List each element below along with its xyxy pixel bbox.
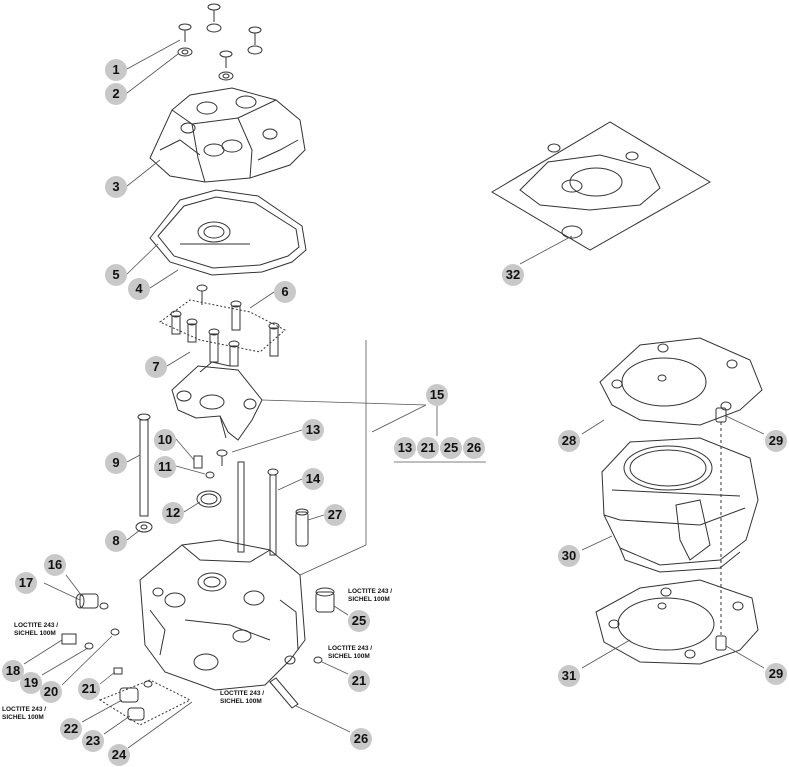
rocker-arm bbox=[171, 361, 263, 441]
valve-cover-bolts bbox=[177, 3, 263, 81]
callout-1: 1 bbox=[105, 59, 127, 81]
cylinder-stud bbox=[135, 413, 153, 533]
callout-13: 13 bbox=[302, 419, 324, 441]
cylinder-head bbox=[139, 539, 306, 691]
callout-28: 28 bbox=[558, 430, 580, 452]
callout-26: 26 bbox=[350, 728, 372, 750]
callout-32: 32 bbox=[502, 264, 524, 286]
head-gasket bbox=[599, 337, 763, 426]
leader-lines bbox=[23, 39, 765, 749]
side-fittings bbox=[61, 593, 192, 726]
callout-29-top: 29 bbox=[765, 430, 787, 452]
callout-25: 25 bbox=[348, 610, 370, 632]
gasket-set bbox=[491, 121, 711, 251]
callout-15-sub-13: 13 bbox=[394, 437, 416, 459]
base-gasket bbox=[595, 579, 759, 665]
callout-7: 7 bbox=[145, 356, 167, 378]
callout-8: 8 bbox=[105, 530, 127, 552]
callout-10: 10 bbox=[154, 429, 176, 451]
callout-23: 23 bbox=[82, 730, 104, 752]
callout-6: 6 bbox=[274, 281, 296, 303]
callout-5: 5 bbox=[105, 264, 127, 286]
loctite-note-22: LOCTITE 243 /SICHEL 100M bbox=[2, 706, 47, 721]
callout-22: 22 bbox=[60, 718, 82, 740]
callout-27: 27 bbox=[324, 504, 346, 526]
callout-14: 14 bbox=[302, 468, 324, 490]
callout-15-sub-25: 25 bbox=[440, 437, 462, 459]
small-valve-parts bbox=[193, 449, 228, 508]
callout-18: 18 bbox=[2, 660, 24, 682]
loctite-note-18: LOCTITE 243 /SICHEL 100M bbox=[14, 622, 59, 637]
callout-17: 17 bbox=[15, 572, 37, 594]
loctite-note-26: LOCTITE 243 /SICHEL 100M bbox=[220, 690, 265, 705]
callout-2: 2 bbox=[105, 83, 127, 105]
callout-21-right: 21 bbox=[348, 670, 370, 692]
callout-19: 19 bbox=[20, 672, 42, 694]
callout-16: 16 bbox=[44, 554, 66, 576]
cylinder-block bbox=[601, 437, 759, 573]
callout-20: 20 bbox=[40, 681, 62, 703]
callout-15-sub-21: 21 bbox=[417, 437, 439, 459]
callout-15-sub-26: 26 bbox=[463, 437, 485, 459]
callout-24: 24 bbox=[108, 744, 130, 766]
callout-30: 30 bbox=[558, 545, 580, 567]
callout-15: 15 bbox=[426, 384, 448, 406]
dowel-pins bbox=[237, 461, 309, 556]
valve-cover bbox=[149, 87, 306, 183]
sleeve-and-pipe bbox=[269, 587, 335, 709]
callout-12: 12 bbox=[162, 502, 184, 524]
cylinder-dowels bbox=[715, 407, 727, 651]
callout-3: 3 bbox=[105, 176, 127, 198]
callout-4: 4 bbox=[128, 278, 150, 300]
callout-11: 11 bbox=[154, 456, 176, 478]
callout-31: 31 bbox=[558, 665, 580, 687]
callout-9: 9 bbox=[105, 452, 127, 474]
loctite-note-25: LOCTITE 243 /SICHEL 100M bbox=[348, 588, 393, 603]
loctite-note-21: LOCTITE 243 /SICHEL 100M bbox=[328, 645, 373, 660]
valve-cover-gasket bbox=[149, 189, 307, 276]
callout-21-left: 21 bbox=[78, 678, 100, 700]
callout-29-bottom: 29 bbox=[765, 663, 787, 685]
